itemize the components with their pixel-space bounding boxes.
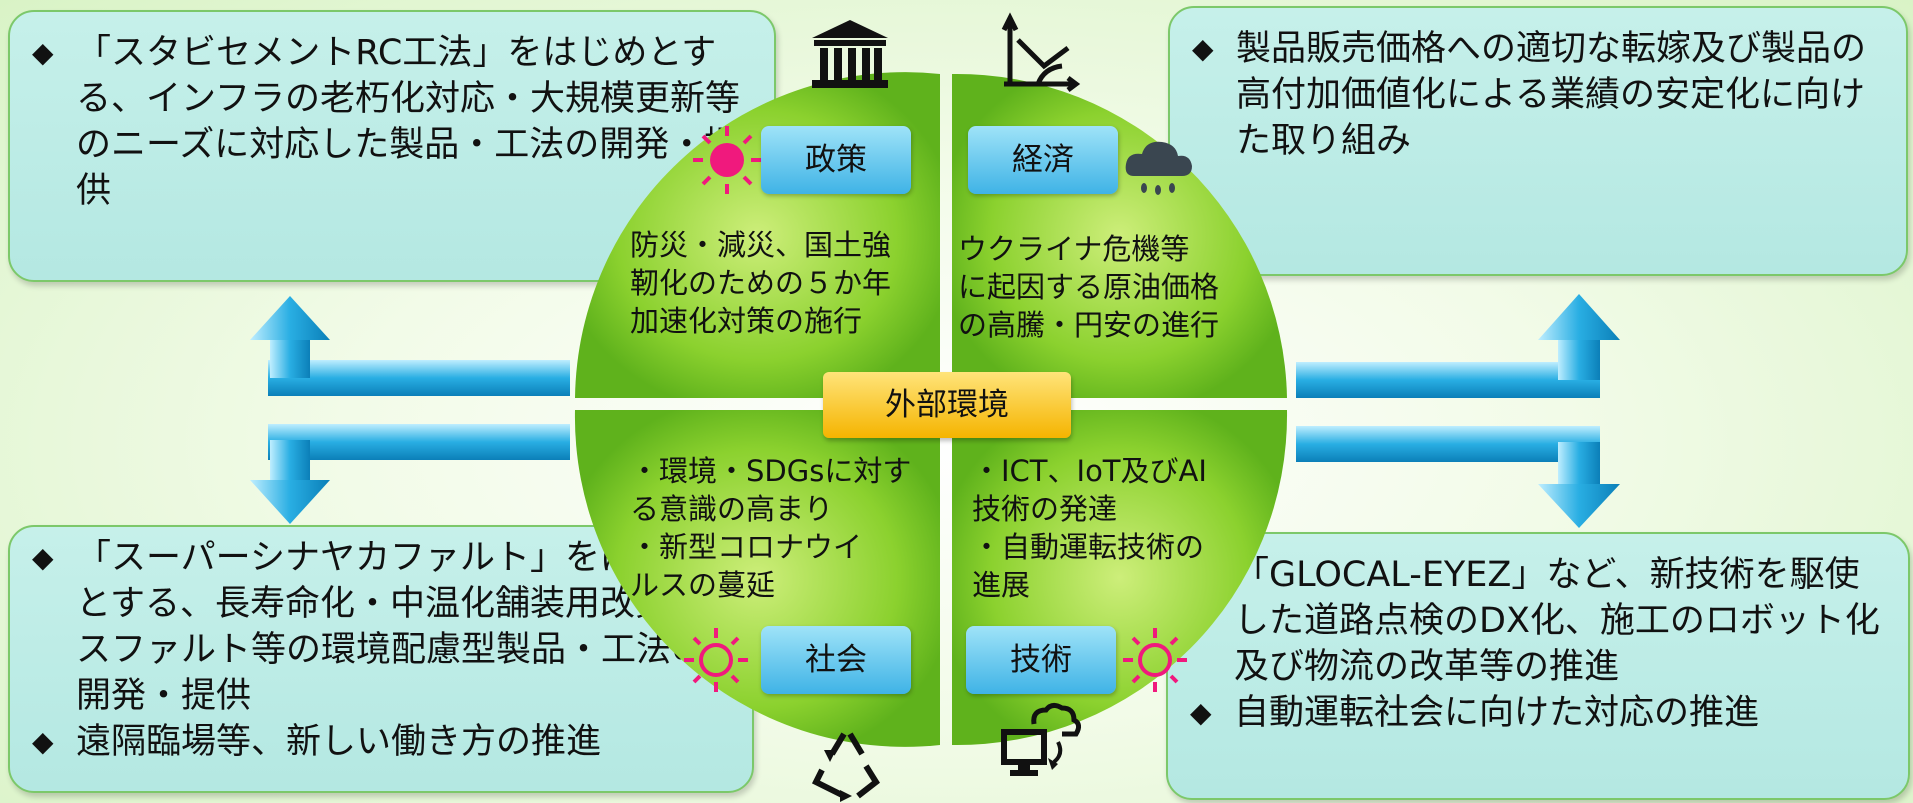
sun-icon xyxy=(1123,628,1187,692)
sun-icon xyxy=(684,628,748,692)
economy-response-text: 製品販売価格への適切な転嫁及び製品の高付加価値化による業績の安定化に向けた取り組… xyxy=(1236,29,1867,161)
technology-response-text-2: 自動運転社会に向けた対応の推進 xyxy=(1234,693,1760,733)
policy-text-line: 加速化対策の施行 xyxy=(630,304,863,338)
economy-text-line: ウクライナ危機等 xyxy=(958,232,1190,266)
society-text-line: る意識の高まり xyxy=(630,492,834,526)
society-text-line: ・環境・SDGsに対す xyxy=(630,454,912,488)
technology-text-line: 技術の発達 xyxy=(972,492,1118,526)
arrow-to-policy-box xyxy=(250,296,570,396)
diamond-bullet-icon: ◆ xyxy=(32,541,54,574)
chart-decline-icon xyxy=(1001,12,1081,92)
diamond-bullet-icon: ◆ xyxy=(1190,696,1212,729)
technology-text-line: 進展 xyxy=(972,568,1031,602)
arrow-to-society-box xyxy=(250,424,570,524)
rain-cloud-icon xyxy=(1125,141,1192,195)
sun-icon xyxy=(693,126,761,194)
government-building-icon xyxy=(812,20,888,88)
society-response-text-2: 遠隔臨場等、新しい働き方の推進 xyxy=(76,722,602,762)
policy-text-line: 防災・減災、国土強 xyxy=(630,228,892,262)
economy-text-line: に起因する原油価格 xyxy=(958,270,1220,304)
arrow-to-technology-box xyxy=(1296,426,1620,528)
technology-response-box: ◆ 「GLOCAL-EYEZ」など、新技術を駆使した道路点検のDX化、施工のロボ… xyxy=(1166,532,1910,800)
external-environment-label: 外部環境 xyxy=(823,372,1071,438)
policy-text-line: 靭化のための５か年 xyxy=(630,266,892,300)
technology-text-line: ・ICT、IoT及びAI xyxy=(972,454,1207,488)
economy-text: ウクライナ危機等 に起因する原油価格 の高騰・円安の進行 xyxy=(958,230,1219,344)
society-text-line: ・新型コロナウイ xyxy=(630,530,863,564)
economy-label: 経済 xyxy=(968,126,1118,194)
policy-text: 防災・減災、国土強 靭化のための５か年 加速化対策の施行 xyxy=(630,226,891,340)
society-text: ・環境・SDGsに対す る意識の高まり ・新型コロナウイ ルスの蔓延 xyxy=(630,452,911,604)
diamond-bullet-icon: ◆ xyxy=(1192,32,1214,65)
technology-text-line: ・自動運転技術の xyxy=(972,530,1205,564)
society-response-text-1: 「スーパーシナヤカファルト」をはじめとする、長寿命化・中温化舗装用改質アスファル… xyxy=(76,538,707,716)
society-text-line: ルスの蔓延 xyxy=(630,568,776,602)
technology-label: 技術 xyxy=(966,626,1116,694)
policy-response-box: ◆ 「スタビセメントRC工法」をはじめとする、インフラの老朽化対応・大規模更新等… xyxy=(8,10,776,282)
economy-response-box: ◆ 製品販売価格への適切な転嫁及び製品の高付加価値化による業績の安定化に向けた取… xyxy=(1168,6,1908,276)
society-response-box: ◆ 「スーパーシナヤカファルト」をはじめとする、長寿命化・中温化舗装用改質アスフ… xyxy=(8,525,754,793)
society-label: 社会 xyxy=(761,626,911,694)
policy-response-text: 「スタビセメントRC工法」をはじめとする、インフラの老朽化対応・大規模更新等のニ… xyxy=(76,33,740,211)
recycle-icon xyxy=(811,732,880,802)
technology-response-text-1: 「GLOCAL-EYEZ」など、新技術を駆使した道路点検のDX化、施工のロボット… xyxy=(1234,555,1880,687)
economy-text-line: の高騰・円安の進行 xyxy=(958,308,1220,342)
diamond-bullet-icon: ◆ xyxy=(32,36,54,69)
policy-label: 政策 xyxy=(761,126,911,194)
technology-text: ・ICT、IoT及びAI 技術の発達 ・自動運転技術の 進展 xyxy=(972,452,1207,604)
arrow-to-economy-box xyxy=(1296,294,1620,398)
diamond-bullet-icon: ◆ xyxy=(32,725,54,758)
cloud-computer-icon xyxy=(1001,702,1082,776)
